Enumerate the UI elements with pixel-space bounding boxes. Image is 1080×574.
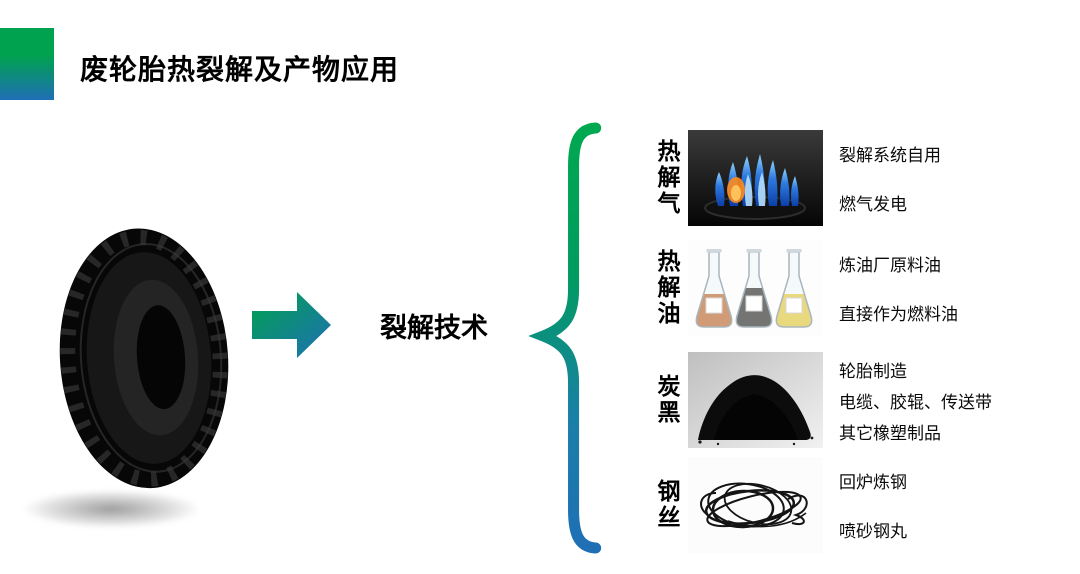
use-line: 炼油厂原料油 [839, 256, 941, 275]
use-line: 喷砂钢丸 [839, 522, 907, 541]
slide-title: 废轮胎热裂解及产物应用 [80, 54, 400, 85]
right-arrow-icon [252, 288, 334, 362]
product-row-oil: 热解油 炼油厂原料油 直接作为 [644, 240, 958, 336]
product-row-steel: 钢丝 回炉炼钢 喷砂钢丸 [644, 457, 907, 553]
product-row-carbon: 炭黑 轮胎制造 电缆、胶辊、传送带 其它橡塑制品 [644, 352, 992, 448]
use-line: 回炉炼钢 [839, 473, 907, 492]
tire-shadow [24, 490, 199, 528]
curly-brace-icon [518, 120, 606, 556]
use-line: 燃气发电 [839, 195, 907, 214]
use-line: 直接作为燃料油 [839, 305, 958, 324]
product-label-carbon: 炭黑 [654, 374, 680, 426]
waste-tire-image [52, 218, 247, 503]
use-line: 裂解系统自用 [839, 146, 941, 165]
steel-wire-image [688, 457, 823, 553]
product-label-steel: 钢丝 [654, 479, 680, 531]
product-uses-carbon: 轮胎制造 电缆、胶辊、传送带 其它橡塑制品 [839, 352, 992, 448]
product-uses-steel: 回炉炼钢 喷砂钢丸 [839, 457, 907, 553]
use-line: 电缆、胶辊、传送带 [839, 392, 992, 412]
product-row-gas: 热解气 [644, 130, 941, 226]
gas-flame-image [688, 130, 823, 226]
process-label: 裂解技术 [380, 313, 488, 343]
product-label-oil: 热解油 [654, 249, 680, 327]
product-label-gas: 热解气 [654, 139, 680, 217]
product-uses-gas: 裂解系统自用 燃气发电 [839, 130, 941, 226]
oil-flasks-image [688, 240, 823, 336]
product-uses-oil: 炼油厂原料油 直接作为燃料油 [839, 240, 958, 336]
use-line: 轮胎制造 [839, 361, 907, 381]
use-line: 其它橡塑制品 [839, 423, 941, 443]
accent-block [0, 28, 54, 100]
carbon-black-image [688, 352, 823, 448]
